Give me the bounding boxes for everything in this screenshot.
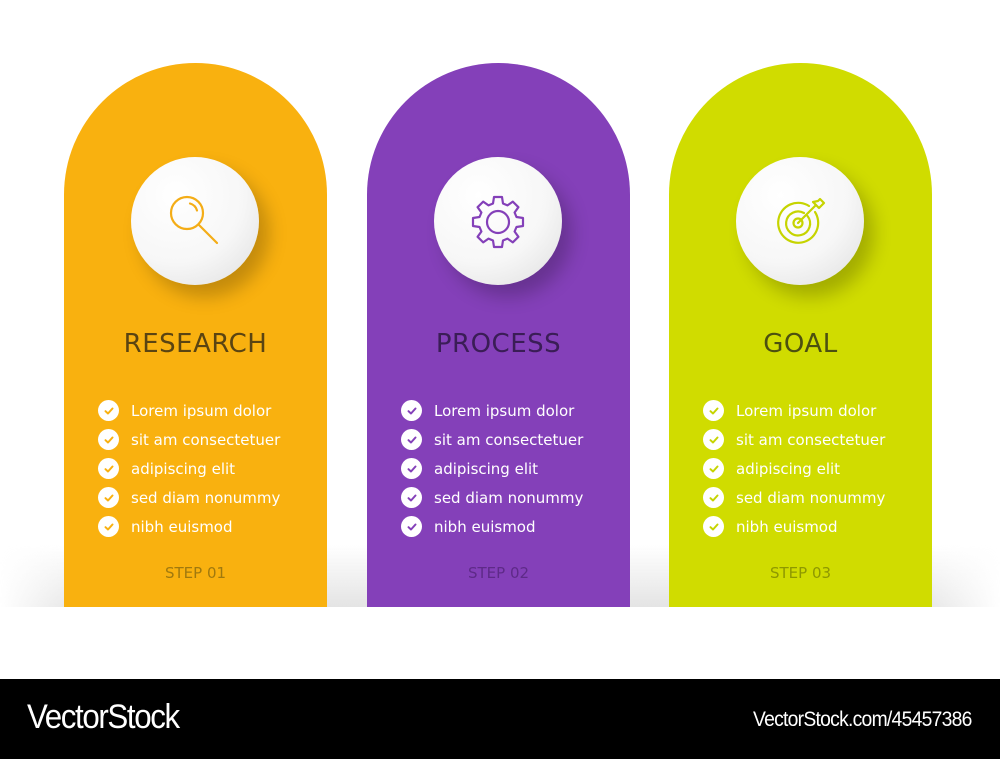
feature-list: Lorem ipsum dolor sit am consectetuer ad… — [703, 396, 885, 541]
list-item: sed diam nonummy — [401, 483, 583, 512]
list-item: Lorem ipsum dolor — [401, 396, 583, 425]
card-title: GOAL — [763, 329, 838, 359]
check-icon — [703, 400, 724, 421]
list-item-text: sit am consectetuer — [131, 430, 281, 449]
card-title: RESEARCH — [123, 329, 268, 359]
list-item-text: adipiscing elit — [434, 459, 539, 478]
list-item: adipiscing elit — [98, 454, 280, 483]
icon-circle — [736, 157, 864, 285]
list-item: adipiscing elit — [401, 454, 583, 483]
check-icon — [98, 516, 119, 537]
check-icon — [98, 400, 119, 421]
vectorstock-logo: VectorStock — [27, 698, 180, 736]
step-card-process: PROCESS Lorem ipsum dolor sit am consect… — [367, 63, 630, 607]
list-item-text: sed diam nonummy — [131, 488, 281, 507]
list-item-text: Lorem ipsum dolor — [736, 401, 877, 420]
check-icon — [401, 429, 422, 450]
list-item-text: Lorem ipsum dolor — [131, 401, 272, 420]
card-title: PROCESS — [435, 329, 562, 359]
step-label: STEP 01 — [164, 564, 227, 582]
check-icon — [401, 516, 422, 537]
list-item: nibh euismod — [401, 512, 583, 541]
feature-list: Lorem ipsum dolor sit am consectetuer ad… — [401, 396, 583, 541]
magnifier-icon — [169, 195, 219, 245]
check-icon — [703, 516, 724, 537]
list-item: Lorem ipsum dolor — [703, 396, 885, 425]
target-icon — [777, 197, 826, 244]
list-item: sed diam nonummy — [703, 483, 885, 512]
infographic-canvas: RESEARCH Lorem ipsum dolor sit am consec… — [0, 63, 1000, 607]
check-icon — [703, 458, 724, 479]
list-item: sit am consectetuer — [703, 425, 885, 454]
check-icon — [98, 458, 119, 479]
check-icon — [401, 487, 422, 508]
list-item-text: nibh euismod — [736, 517, 838, 536]
list-item-text: Lorem ipsum dolor — [434, 401, 575, 420]
icon-circle — [131, 157, 259, 285]
list-item-text: sit am consectetuer — [434, 430, 584, 449]
step-label: STEP 03 — [769, 564, 832, 582]
step-card-goal: GOAL Lorem ipsum dolor sit am consectetu… — [669, 63, 932, 607]
watermark-footer: VectorStock VectorStock.com/45457386 — [0, 679, 1000, 759]
step-label: STEP 02 — [467, 564, 530, 582]
list-item-text: sit am consectetuer — [736, 430, 886, 449]
image-id-text: VectorStock.com/45457386 — [753, 708, 972, 731]
list-item: nibh euismod — [98, 512, 280, 541]
step-card-research: RESEARCH Lorem ipsum dolor sit am consec… — [64, 63, 327, 607]
icon-circle — [434, 157, 562, 285]
check-icon — [703, 487, 724, 508]
list-item: nibh euismod — [703, 512, 885, 541]
list-item-text: adipiscing elit — [131, 459, 236, 478]
check-icon — [98, 429, 119, 450]
list-item-text: nibh euismod — [434, 517, 536, 536]
list-item-text: sed diam nonummy — [736, 488, 886, 507]
list-item: sit am consectetuer — [401, 425, 583, 454]
list-item-text: adipiscing elit — [736, 459, 841, 478]
feature-list: Lorem ipsum dolor sit am consectetuer ad… — [98, 396, 280, 541]
list-item: sit am consectetuer — [98, 425, 280, 454]
check-icon — [703, 429, 724, 450]
list-item: adipiscing elit — [703, 454, 885, 483]
gear-icon — [471, 195, 525, 249]
list-item-text: nibh euismod — [131, 517, 233, 536]
list-item: Lorem ipsum dolor — [98, 396, 280, 425]
check-icon — [401, 458, 422, 479]
list-item: sed diam nonummy — [98, 483, 280, 512]
check-icon — [401, 400, 422, 421]
check-icon — [98, 487, 119, 508]
list-item-text: sed diam nonummy — [434, 488, 584, 507]
